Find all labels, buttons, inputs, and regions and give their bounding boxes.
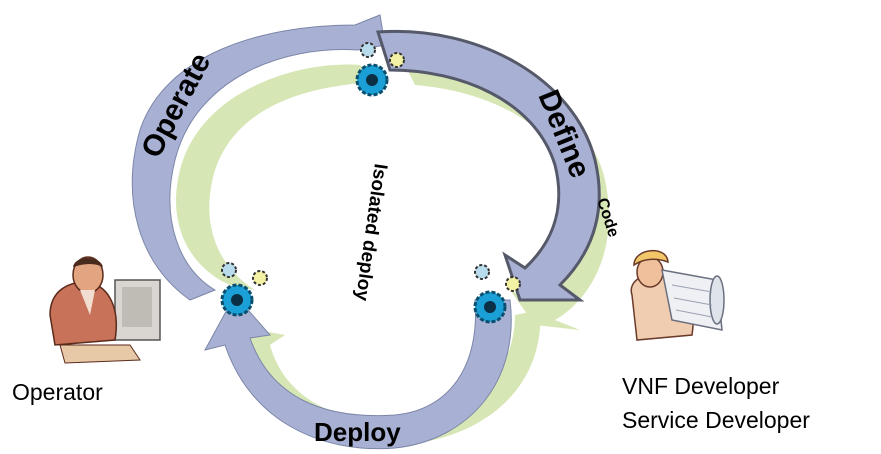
gear-icon: [252, 270, 268, 286]
gear-cluster-top: [355, 42, 405, 97]
operator-figure: [49, 256, 161, 364]
gear-icon: [389, 52, 405, 68]
gear-icon: [360, 42, 376, 58]
gear-icon: [505, 276, 521, 292]
arrow-define: [375, 29, 601, 302]
arrow-operate: [131, 14, 386, 301]
gear-icon: [221, 262, 237, 278]
deploy-label: Deploy: [314, 417, 401, 447]
inner-arrow-operate: [176, 64, 380, 290]
operator-label: Operator: [12, 379, 103, 405]
service-developer-label: Service Developer: [622, 407, 810, 433]
gear-cluster-right: [473, 264, 521, 324]
arrow-deploy: [204, 294, 512, 450]
gear-cluster-left: [220, 262, 268, 317]
developer-figure: [630, 249, 725, 341]
vnf-developer-label: VNF Developer: [622, 373, 780, 399]
gear-icon: [474, 264, 490, 280]
isolated-deploy-label: Isolated deploy: [351, 162, 391, 302]
